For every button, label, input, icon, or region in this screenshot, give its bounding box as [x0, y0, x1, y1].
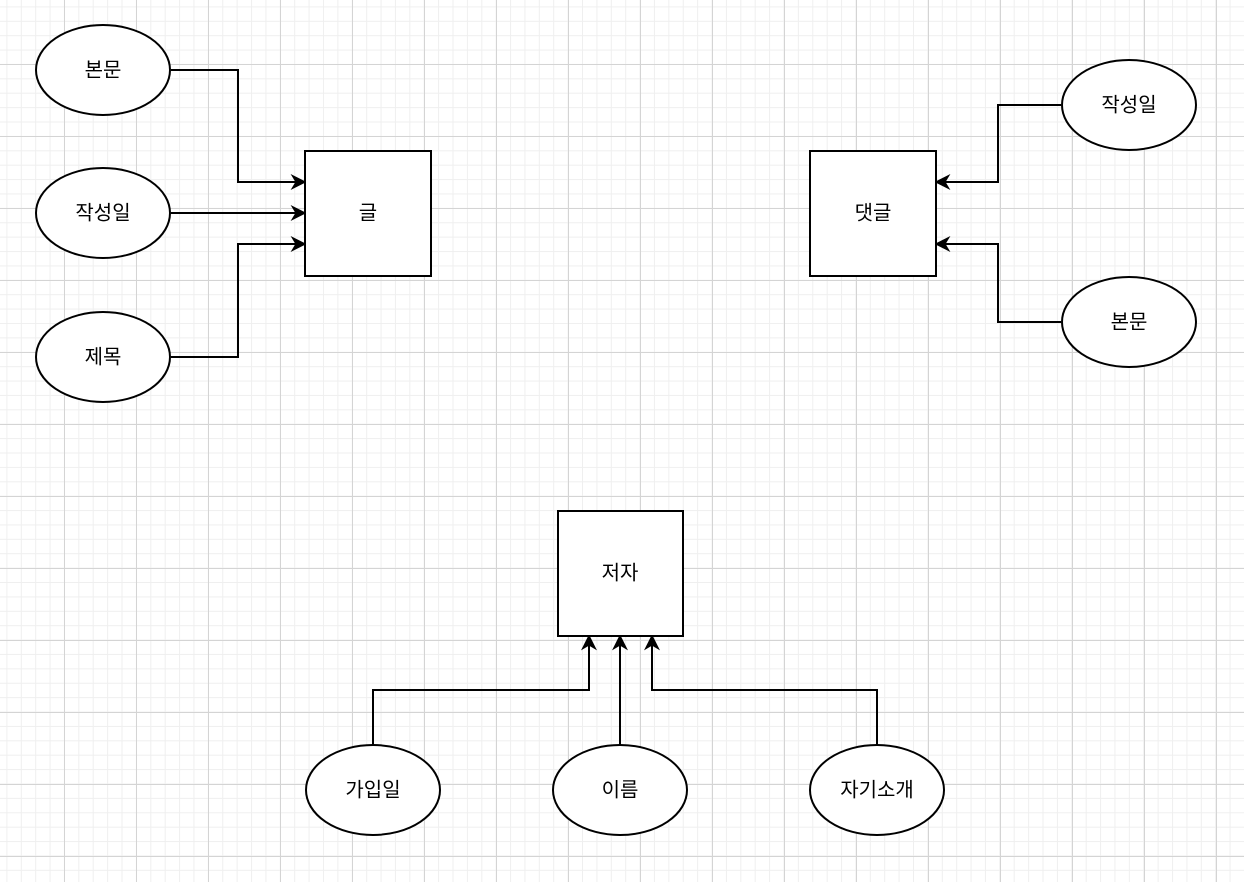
- entity-comment[interactable]: 댓글: [809, 150, 937, 277]
- attribute-post-title[interactable]: 제목: [35, 311, 171, 403]
- entity-post[interactable]: 글: [304, 150, 432, 277]
- edge-comment-created: [934, 104, 1061, 190]
- attribute-comment-body[interactable]: 본문: [1061, 276, 1197, 368]
- attribute-post-body-label: 본문: [85, 58, 122, 82]
- attribute-comment-created-label: 작성일: [1101, 93, 1156, 117]
- attribute-post-body[interactable]: 본문: [35, 24, 171, 116]
- attribute-comment-created[interactable]: 작성일: [1061, 59, 1197, 151]
- entity-author-label: 저자: [602, 561, 639, 585]
- attribute-author-name[interactable]: 이름: [552, 744, 688, 836]
- entity-comment-label: 댓글: [855, 201, 892, 225]
- edge-post-title: [171, 236, 307, 358]
- edge-author-bio: [644, 634, 878, 745]
- attribute-post-title-label: 제목: [85, 345, 122, 369]
- attribute-author-name-label: 이름: [602, 778, 639, 802]
- attribute-author-bio[interactable]: 자기소개: [809, 744, 945, 836]
- attribute-comment-body-label: 본문: [1111, 310, 1148, 334]
- entity-author[interactable]: 저자: [557, 510, 684, 637]
- attribute-author-joined[interactable]: 가입일: [305, 744, 441, 836]
- attribute-author-bio-label: 자기소개: [840, 778, 914, 802]
- entity-post-label: 글: [359, 201, 377, 225]
- edge-comment-body: [934, 236, 1061, 323]
- edge-author-joined: [372, 634, 597, 745]
- attribute-post-created-label: 작성일: [75, 201, 130, 225]
- attribute-post-created[interactable]: 작성일: [35, 167, 171, 259]
- edge-post-body: [171, 69, 307, 190]
- attribute-author-joined-label: 가입일: [345, 778, 400, 802]
